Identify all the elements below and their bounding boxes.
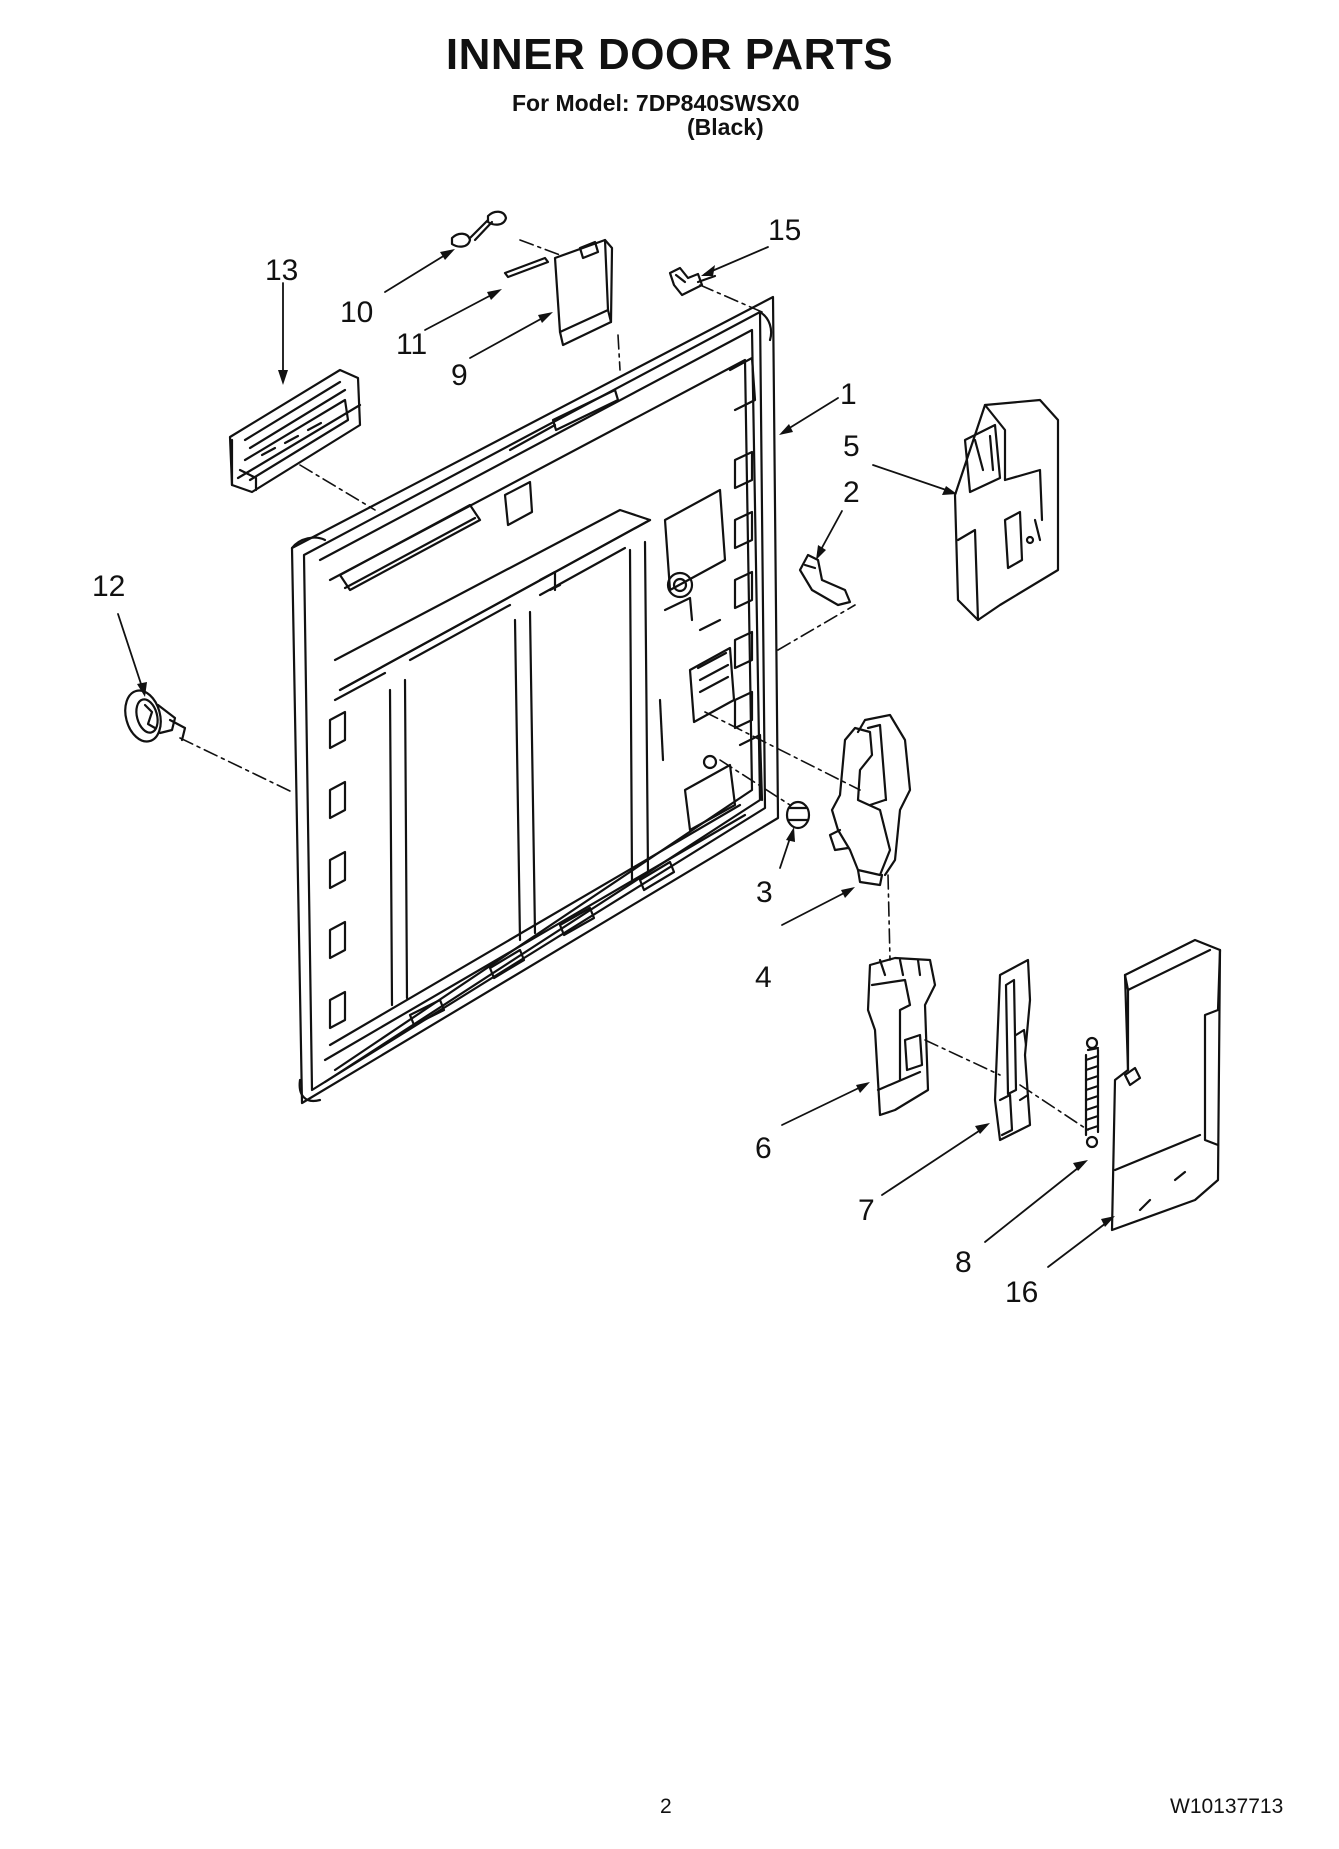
arrow-heads — [137, 249, 1115, 1227]
part-6-latch-lower — [866, 956, 937, 1117]
part-4-latch-upper — [828, 713, 912, 887]
callout-7: 7 — [858, 1194, 875, 1227]
callout-1: 1 — [840, 378, 857, 411]
part-3-nut — [785, 800, 811, 830]
callout-15: 15 — [768, 214, 801, 247]
callout-10: 10 — [340, 296, 373, 329]
callout-8: 8 — [955, 1246, 972, 1279]
callout-5: 5 — [843, 430, 860, 463]
part-12-handle-bracket — [228, 368, 362, 494]
part-10-spring-pins — [450, 210, 508, 248]
callout-12: 13 — [265, 254, 298, 287]
callout-2: 2 — [843, 476, 860, 509]
page-title: INNER DOOR PARTS — [445, 30, 894, 79]
part-11-rod — [503, 256, 550, 279]
part-8-spring — [1084, 1036, 1100, 1149]
document-number: W10137713 — [1170, 1795, 1284, 1818]
leader-arrows — [117, 246, 1111, 1268]
callout-4: 4 — [755, 961, 772, 994]
callout-13: 12 — [92, 570, 125, 603]
callout-6: 6 — [755, 1132, 772, 1165]
callout-labels: 15 13 10 11 9 1 5 2 12 3 4 6 7 8 16 — [92, 214, 1038, 1309]
callout-9: 9 — [451, 359, 468, 392]
color-line: (Black) — [687, 114, 764, 140]
part-13-bumper — [124, 689, 187, 743]
page-number: 2 — [660, 1795, 672, 1818]
inner-door-panel — [290, 295, 780, 1105]
part-9-cover — [553, 238, 614, 347]
callout-3: 3 — [756, 876, 773, 909]
part-16-cover-plate — [1110, 938, 1222, 1232]
callout-11: 11 — [396, 328, 427, 361]
callout-16: 16 — [1005, 1276, 1038, 1309]
part-5-latch-housing — [953, 398, 1060, 622]
alignment-lines — [179, 239, 1089, 1131]
model-line: For Model: 7DP840SWSX0 — [512, 90, 800, 116]
part-2-latch-lever — [798, 553, 852, 607]
part-7-slider-plate — [993, 958, 1032, 1142]
